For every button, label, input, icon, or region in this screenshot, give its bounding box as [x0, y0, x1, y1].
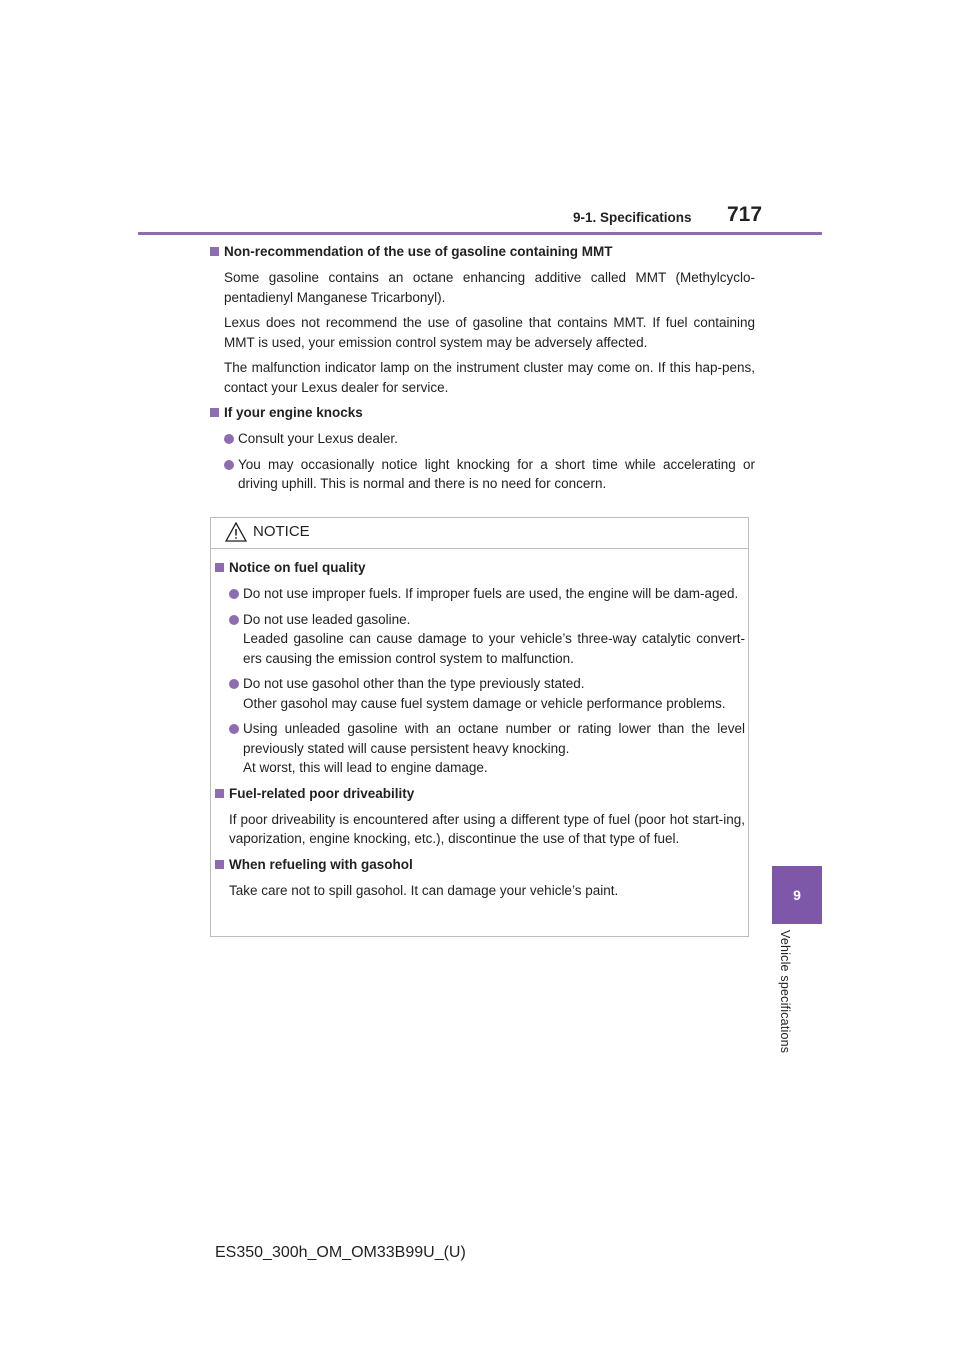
- list-item: You may occasionally notice light knocki…: [210, 455, 755, 494]
- paragraph: Lexus does not recommend the use of gaso…: [224, 315, 755, 350]
- warning-triangle-icon: [225, 522, 247, 542]
- document-code: ES350_300h_OM_OM33B99U_(U): [215, 1244, 466, 1261]
- section-heading: If your engine knocks: [210, 403, 755, 423]
- page-number: 717: [727, 203, 763, 226]
- paragraph: Take care not to spill gasohol. It can d…: [229, 882, 619, 898]
- square-bullet-icon: [215, 563, 224, 572]
- list-item: Do not use gasohol other than the type p…: [215, 674, 745, 713]
- circle-bullet-icon: [224, 434, 234, 444]
- section-heading: Non-recommendation of the use of gasolin…: [210, 242, 755, 262]
- chapter-number: 9: [793, 887, 801, 903]
- paragraph: If poor driveability is encountered afte…: [229, 811, 745, 847]
- square-bullet-icon: [215, 788, 224, 798]
- circle-bullet-icon: [229, 724, 239, 734]
- circle-bullet-icon: [229, 679, 239, 689]
- paragraph: Some gasoline contains an octane enhanci…: [224, 270, 755, 305]
- notice-section-heading: Fuel-related poor driveability: [215, 784, 745, 804]
- chapter-tab[interactable]: 9: [772, 866, 822, 924]
- notice-title: NOTICE: [253, 523, 310, 540]
- notice-box: NOTICE Notice on fuel quality Do not use…: [210, 517, 749, 937]
- circle-bullet-icon: [224, 459, 234, 470]
- list-item: Using unleaded gasoline with an octane n…: [215, 719, 745, 778]
- list-item: Do not use leaded gasoline. Leaded gasol…: [215, 610, 745, 669]
- notice-section-heading: When refueling with gasohol: [215, 855, 745, 875]
- header-rule: [138, 232, 822, 235]
- main-content: Non-recommendation of the use of gasolin…: [210, 242, 755, 494]
- chapter-title: Vehicle specifications: [778, 930, 792, 1054]
- square-bullet-icon: [210, 408, 219, 417]
- notice-section-heading: Notice on fuel quality: [215, 558, 745, 578]
- square-bullet-icon: [210, 247, 219, 256]
- header-section-title: 9-1. Specifications: [573, 210, 692, 225]
- paragraph: The malfunction indicator lamp on the in…: [224, 360, 755, 395]
- circle-bullet-icon: [229, 614, 239, 625]
- list-item: Consult your Lexus dealer.: [210, 429, 755, 449]
- list-item: Do not use improper fuels. If improper f…: [215, 584, 745, 604]
- square-bullet-icon: [215, 859, 224, 869]
- notice-header: NOTICE: [211, 518, 748, 549]
- circle-bullet-icon: [229, 589, 239, 599]
- notice-body: Notice on fuel quality Do not use improp…: [215, 558, 745, 900]
